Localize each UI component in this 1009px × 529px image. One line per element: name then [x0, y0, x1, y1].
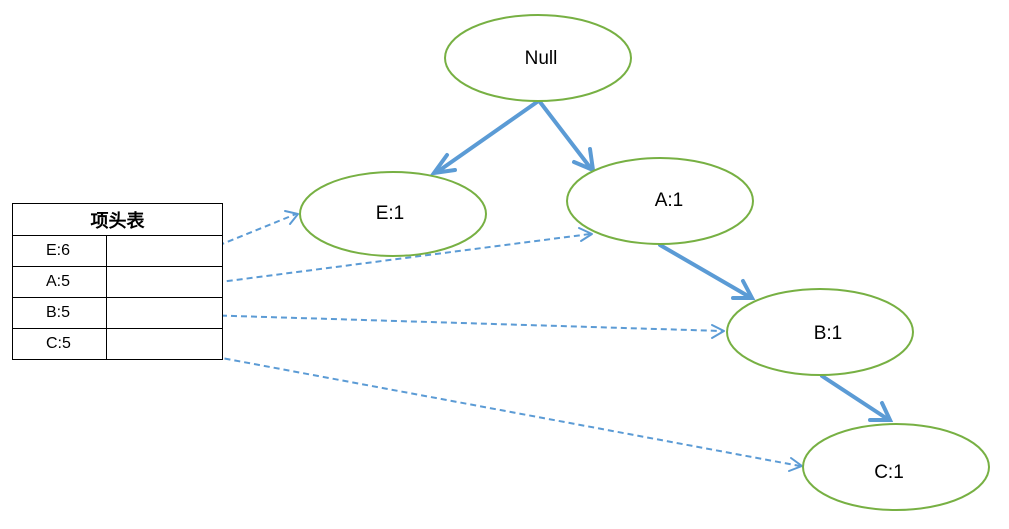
link-c5-c1: [194, 352, 801, 467]
header-item-pointer: [105, 328, 224, 360]
tree-edge-null-a-head: [572, 147, 596, 174]
link-a5-a1: [196, 233, 591, 286]
header-table-title: 项头表: [12, 203, 223, 236]
header-item-label: B:5: [12, 297, 107, 329]
header-table-row: A:5: [12, 266, 224, 298]
header-item-pointer: [105, 235, 224, 267]
link-b5-b1: [200, 314, 723, 332]
header-item-label: C:5: [12, 328, 107, 360]
node-null: Null: [444, 14, 632, 102]
node-a1-label: A:1: [655, 190, 684, 211]
header-item-pointer: [105, 297, 224, 329]
header-table-title-row: 项头表: [12, 203, 223, 236]
tree-edge-null-e-head: [429, 153, 457, 176]
node-c1-label: C:1: [874, 462, 904, 483]
tree-edge-b-c-head: [868, 401, 894, 422]
link-e6-e1: [199, 213, 297, 254]
tree-edge-null-a: [538, 100, 591, 168]
header-table-row: E:6: [12, 235, 224, 267]
node-b1-label: B:1: [814, 323, 843, 344]
header-item-label: E:6: [12, 235, 107, 267]
header-item-label: A:5: [12, 266, 107, 298]
node-b1: B:1: [726, 288, 914, 376]
header-table-row: B:5: [12, 297, 224, 329]
link-a5-a1-head: [578, 227, 593, 242]
tree-edge-null-e: [438, 100, 539, 172]
link-e6-e1-head: [284, 210, 299, 225]
header-table-row: C:5: [12, 328, 224, 360]
node-null-label: Null: [525, 48, 558, 69]
header-item-pointer: [105, 266, 224, 298]
tree-edge-a-b: [658, 243, 750, 298]
tree-edge-b-c: [820, 374, 888, 420]
link-b5-b1-head: [711, 324, 725, 339]
header-table: 项头表 E:6 A:5 B:5 C:5: [12, 203, 224, 360]
link-c5-c1-head: [788, 457, 803, 472]
node-c1: C:1: [802, 423, 990, 511]
node-e1: E:1: [299, 171, 487, 257]
tree-edge-a-b-head: [731, 279, 756, 300]
node-a1: A:1: [566, 157, 754, 245]
node-e1-label: E:1: [376, 203, 405, 224]
